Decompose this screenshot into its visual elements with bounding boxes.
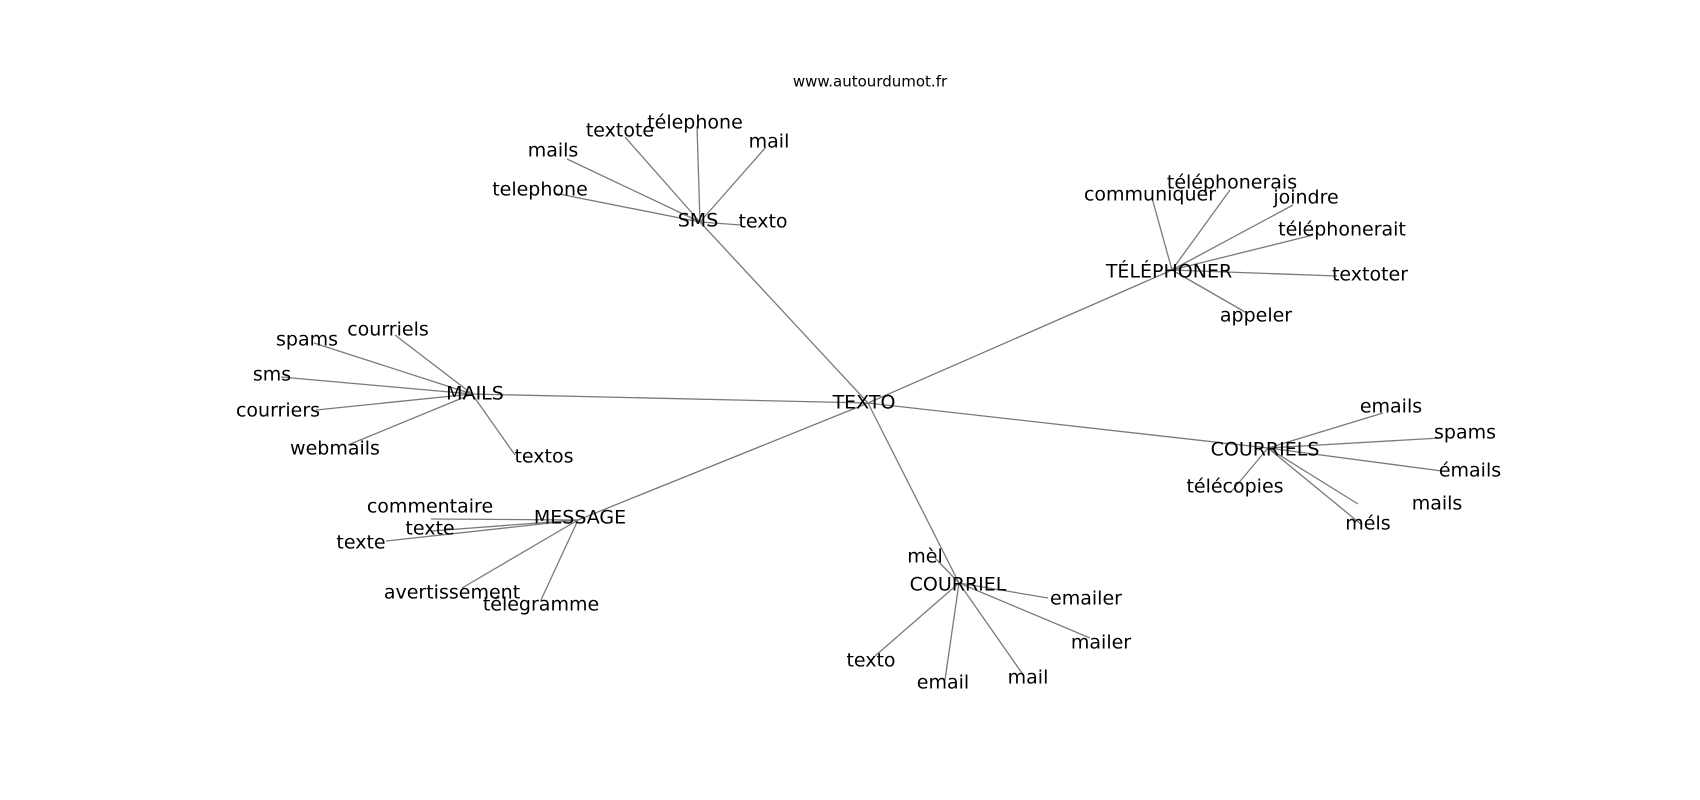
edge-courriels-leaf-3 [1230,447,1269,493]
leaf-node-message-4: télegramme [483,594,599,616]
leaf-node-courriels-0: emails [1360,396,1422,418]
leaf-node-message-1: texte [405,518,454,540]
edge-sms-leaf-4 [553,192,701,223]
leaf-node-telephoner-5: appeler [1220,305,1292,327]
edge-message-leaf-0 [430,518,579,521]
leaf-node-sms-2: télephone [647,112,743,134]
hub-node-mails: MAILS [446,383,504,405]
edge-message-leaf-3 [461,519,579,589]
edge-telephoner-leaf-0 [1151,197,1173,271]
edge-mails-leaf-4 [347,393,473,446]
edge-sms-leaf-3 [699,146,767,223]
hub-node-courriels: COURRIELS [1211,439,1320,461]
leaf-node-mails-5: textos [514,446,573,468]
leaf-node-courriel-0: mèl [907,546,942,568]
edge-courriel-leaf-2 [958,582,1091,639]
edge-courriels-leaf-1 [1267,437,1441,449]
edge-mails-leaf-2 [280,376,473,395]
leaf-node-courriels-4: mails [1412,493,1463,515]
edge-center-courriels [867,402,1269,449]
edge-telephoner-leaf-3 [1171,234,1314,271]
edge-center-courriel [867,402,960,584]
leaf-node-courriels-2: émails [1439,460,1501,482]
edge-mails-leaf-1 [313,342,473,395]
edge-courriel-leaf-3 [874,582,960,657]
edge-courriel-leaf-4 [944,582,960,681]
leaf-node-courriel-3: texto [846,650,895,672]
edge-telephoner-leaf-1 [1171,189,1231,271]
leaf-node-mails-0: courriels [347,319,429,341]
leaf-node-mails-4: webmails [290,438,380,460]
edge-courriel-leaf-1 [958,582,1049,599]
hub-node-telephoner: TÉLÉPHONER [1105,260,1232,283]
leaf-node-sms-5: texto [738,211,787,233]
edge-center-sms [699,221,869,404]
center-node-label: TEXTO [832,392,896,414]
leaf-node-telephoner-1: téléphonerais [1167,172,1297,194]
leaf-node-courriel-5: mail [1008,667,1049,689]
edge-courriels-leaf-2 [1267,447,1443,472]
edge-courriels-leaf-4 [1267,447,1359,505]
edge-layer [280,125,1443,681]
edge-message-leaf-2 [385,519,579,542]
edge-courriel-leaf-0 [934,557,960,584]
leaf-node-mails-3: courriers [236,400,320,422]
hub-node-sms: SMS [678,210,719,232]
leaf-node-courriel-4: email [917,672,969,694]
leaf-node-telephoner-3: téléphonerait [1278,219,1406,241]
leaf-node-sms-0: mails [528,140,579,162]
leaf-node-telephoner-4: textoter [1332,264,1408,286]
edge-courriels-leaf-5 [1267,447,1363,526]
edge-center-mails [471,393,869,404]
leaf-node-courriels-1: spams [1434,422,1496,444]
edge-center-telephoner [867,269,1173,404]
edge-message-leaf-4 [540,519,579,601]
leaf-node-message-3: avertissement [384,582,520,604]
label-layer: www.autourdumot.fr TEXTOSMSmailstextotet… [236,73,1501,694]
leaf-node-sms-1: textote [586,120,654,142]
edge-mails-leaf-3 [315,393,473,411]
leaf-node-courriel-2: mailer [1071,632,1131,654]
edge-mails-leaf-5 [471,393,516,456]
hub-node-message: MESSAGE [534,507,626,529]
hub-node-courriel: COURRIEL [910,574,1007,596]
edge-sms-leaf-1 [624,136,701,223]
edge-mails-leaf-0 [394,334,473,395]
source-credit: www.autourdumot.fr [793,73,948,91]
edge-telephoner-leaf-4 [1171,269,1338,277]
leaf-node-courriel-1: emailer [1050,588,1122,610]
edge-courriel-leaf-5 [958,582,1025,677]
leaf-node-message-0: commentaire [367,496,493,518]
edge-telephoner-leaf-2 [1171,204,1294,271]
edge-sms-leaf-0 [566,158,701,223]
edge-message-leaf-1 [431,519,579,532]
leaf-node-courriels-3: télécopies [1186,476,1283,498]
leaf-node-message-2: texte [336,532,385,554]
leaf-node-telephoner-2: joindre [1272,187,1338,209]
leaf-node-sms-4: telephone [492,179,588,201]
leaf-node-courriels-5: méls [1345,513,1390,535]
edge-center-message [577,402,869,521]
edge-telephoner-leaf-5 [1171,269,1246,313]
leaf-node-telephoner-0: communiquer [1084,184,1216,206]
edge-courriels-leaf-0 [1267,412,1384,449]
leaf-node-mails-2: sms [253,364,291,386]
edge-sms-leaf-2 [696,125,701,223]
leaf-node-mails-1: spams [276,329,338,351]
leaf-node-sms-3: mail [749,131,790,153]
edge-sms-leaf-5 [699,221,742,226]
